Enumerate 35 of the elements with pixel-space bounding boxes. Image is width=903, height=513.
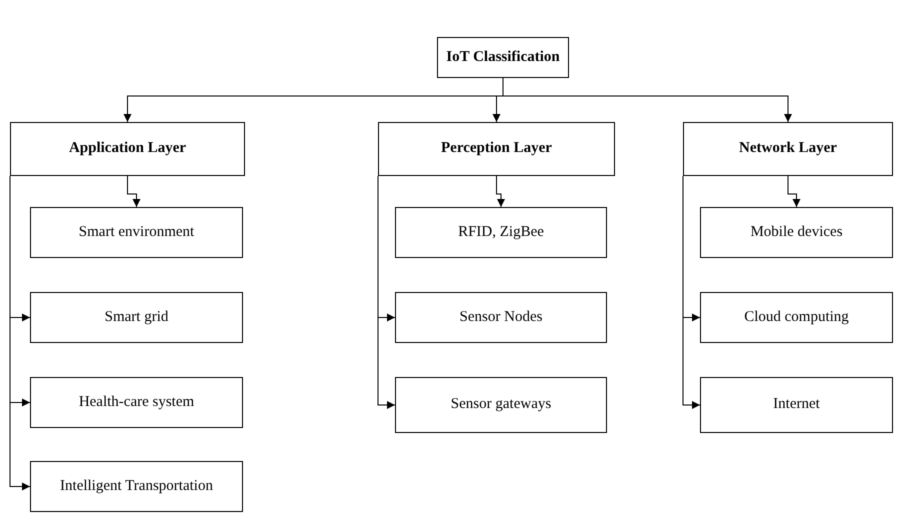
box-label: Cloud computing [744,308,849,326]
item-box [395,377,607,433]
arrow [502,78,792,122]
category-box [378,122,615,176]
arrow [10,176,30,490]
arrow [127,176,140,208]
box-label: Perception Layer [441,140,552,158]
arrow [496,176,505,208]
item-box [30,207,243,258]
item-box [30,461,243,512]
box-label: Mobile devices [750,224,843,242]
box-label: Network Layer [739,140,837,158]
arrow [788,176,800,208]
box-label: Sensor Nodes [460,308,542,326]
item-box [30,377,243,428]
box-label: Sensor gateways [450,396,552,414]
box-label: Intelligent Transportation [60,478,213,496]
item-box [395,292,607,343]
box-label: Health-care system [78,394,194,412]
arrow [378,176,396,409]
item-box [700,207,893,258]
category-box [683,122,893,176]
box-label: Application Layer [68,140,186,158]
category-box [10,122,245,176]
arrow [682,176,700,409]
box-label: IoT Classification [446,48,560,66]
item-box [395,207,607,258]
box-label: RFID, ZigBee [458,224,544,242]
item-box [700,292,893,343]
box-label: Smart grid [104,308,168,326]
category-box [437,37,569,78]
box-label: Smart environment [78,224,194,242]
item-box [30,292,243,343]
box-label: Internet [773,396,820,414]
item-box [700,377,893,433]
